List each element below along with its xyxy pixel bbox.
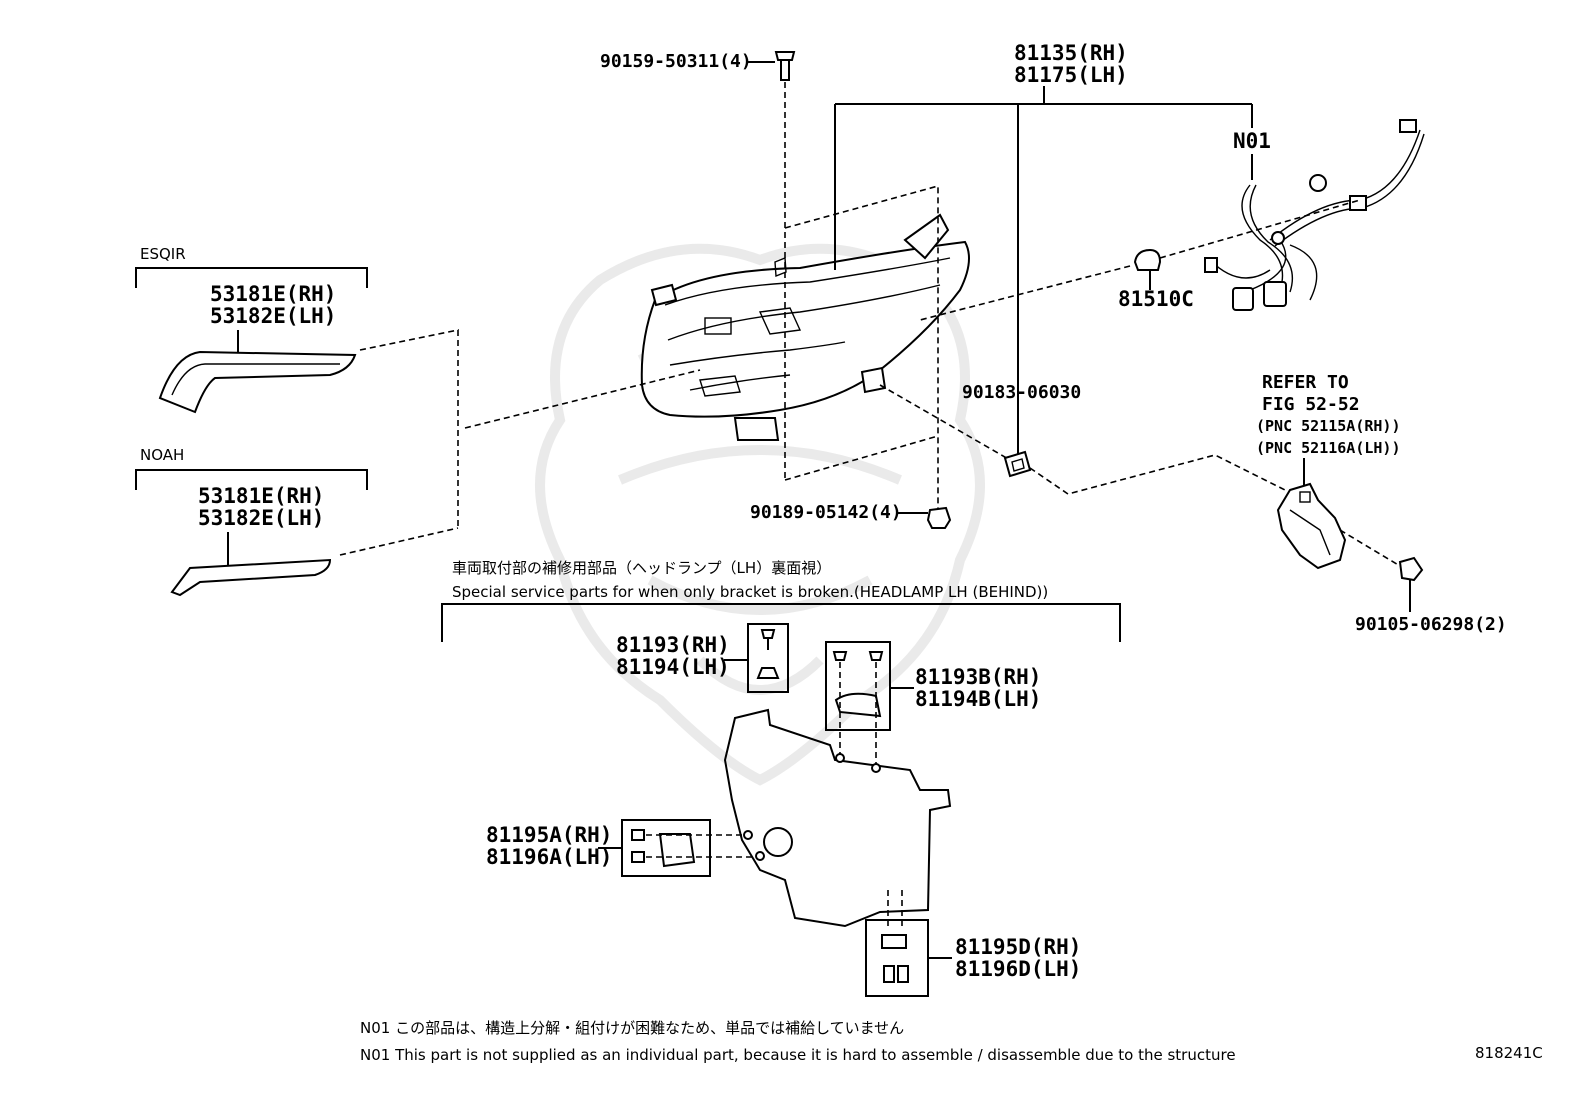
bolt-90105: [1398, 556, 1424, 582]
refer-line-2: FIG 52-52: [1262, 394, 1360, 415]
label-81194: 81194(LH): [616, 655, 730, 679]
label-81195d: 81195D(RH): [955, 935, 1081, 959]
diagram-id: 818241C: [1475, 1044, 1543, 1062]
bracket-52115a: [1276, 482, 1347, 570]
label-90159: 90159-50311(4): [600, 51, 752, 72]
label-81193: 81193(RH): [616, 633, 730, 657]
label-noah: NOAH: [140, 446, 184, 464]
refer-line-4: (PNC 52116A(LH)): [1256, 439, 1401, 457]
kit-81193b-parts: [832, 651, 884, 718]
service-title-en: Special service parts for when only brac…: [452, 583, 1048, 601]
label-53181e-esqir: 53181E(RH): [210, 282, 336, 306]
note-jp: N01 この部品は、構造上分解・組付けが困難なため、単品では補給していません: [360, 1019, 904, 1037]
label-53181e-noah: 53181E(RH): [198, 484, 324, 508]
garnish-noah: [170, 558, 332, 597]
bulb-81510c: [1133, 248, 1162, 271]
kit-81193-parts: [756, 629, 780, 679]
label-81510c: 81510C: [1118, 287, 1194, 311]
headlamp-assembly: [640, 213, 970, 441]
wire-harness: [1204, 119, 1425, 311]
label-90105: 90105-06298(2): [1355, 614, 1507, 635]
label-81196d: 81196D(LH): [955, 957, 1081, 981]
bolt-90159: [774, 51, 796, 480]
label-81175: 81175(LH): [1014, 63, 1128, 87]
clip-90189: [926, 506, 952, 529]
label-esqir: ESQIR: [140, 245, 186, 263]
headlamp-back-view: [723, 708, 952, 928]
note-en: N01 This part is not supplied as an indi…: [360, 1046, 1236, 1064]
label-81135: 81135(RH): [1014, 41, 1128, 65]
label-90189: 90189-05142(4): [750, 502, 902, 523]
label-53182e-noah: 53182E(LH): [198, 506, 324, 530]
label-81195a: 81195A(RH): [486, 823, 612, 847]
refer-line-1: REFER TO: [1262, 372, 1349, 393]
label-81196a: 81196A(LH): [486, 845, 612, 869]
label-n01: N01: [1233, 129, 1271, 153]
refer-line-3: (PNC 52115A(RH)): [1256, 417, 1401, 435]
service-title-jp: 車両取付部の補修用部品（ヘッドランプ（LH）裏面視）: [452, 559, 831, 577]
label-90183: 90183-06030: [962, 382, 1081, 403]
nut-90183: [1003, 450, 1032, 478]
label-53182e-esqir: 53182E(LH): [210, 304, 336, 328]
label-81194b: 81194B(LH): [915, 687, 1041, 711]
label-81193b: 81193B(RH): [915, 665, 1041, 689]
kit-81195d-parts: [881, 934, 909, 983]
kit-81195a-parts: [631, 829, 696, 868]
garnish-esqir: [158, 350, 357, 414]
